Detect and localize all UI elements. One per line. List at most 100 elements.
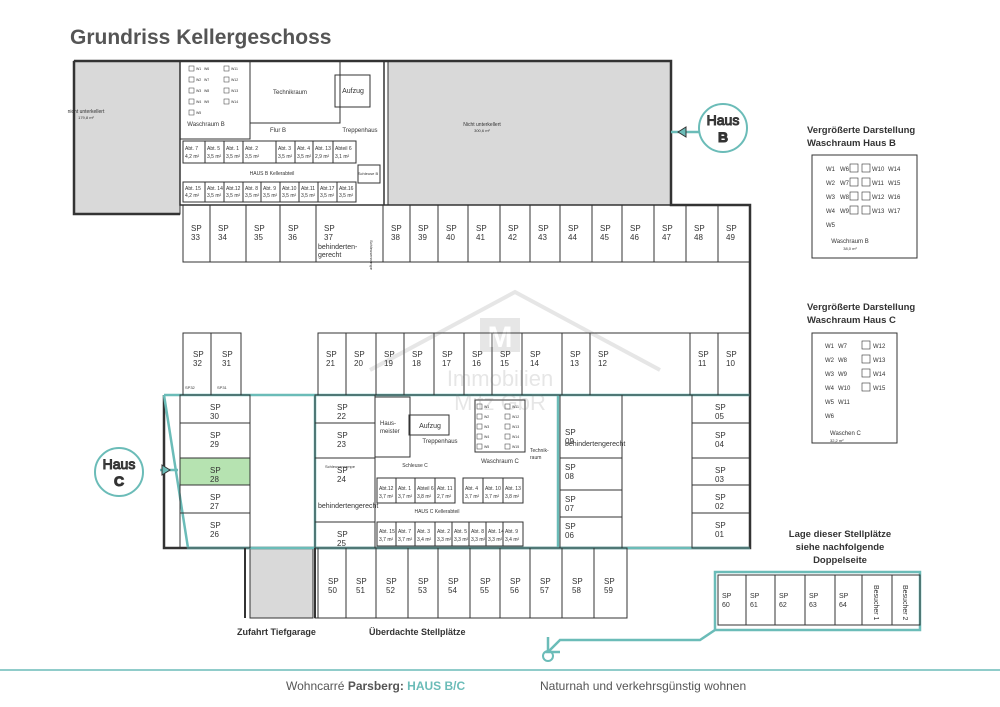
parking-space-24-number: 24 xyxy=(337,475,346,484)
washer-label: W8 xyxy=(204,89,209,93)
parking-space-13-number: 13 xyxy=(570,359,579,368)
washer-label: W2 xyxy=(196,78,201,82)
parking-space-49-sp: SP xyxy=(726,224,737,233)
parking-space-28-sp: SP xyxy=(210,466,221,475)
wasch-c-left-label: W1 xyxy=(825,344,835,350)
parking-space-57-number: 57 xyxy=(540,586,549,595)
parking-space-63 xyxy=(804,574,836,626)
washer-icon xyxy=(188,98,195,105)
abteil-c-name: Abt. 15 xyxy=(379,529,395,535)
abteil-b-area: 3,5 m² xyxy=(282,193,297,199)
parking-space-19-number: 19 xyxy=(384,359,393,368)
parking-space-55-number: 55 xyxy=(480,586,489,595)
haus-c-marker-word: Haus xyxy=(103,456,136,472)
waschraum-c-title: Vergrößerte Darstellung Waschraum Haus C xyxy=(807,301,915,327)
washer-label: W3 xyxy=(484,425,489,429)
abteil-b-bottom xyxy=(298,181,319,203)
wasch-c-right-label: W12 xyxy=(873,344,886,350)
wasch-c-right-label: W14 xyxy=(873,372,886,378)
arrow-icon xyxy=(677,126,687,138)
nicht-unterkellert-right-area: 300,6 m² xyxy=(474,128,490,133)
parking-space-22-sp: SP xyxy=(337,403,348,412)
parking-space-54-sp: SP xyxy=(448,577,459,586)
parking-space-04-number: 04 xyxy=(715,440,724,449)
arrow-icon xyxy=(161,464,171,476)
abteil-c-name: Abt. 13 xyxy=(505,486,521,492)
parking-space-20-number: 20 xyxy=(354,359,363,368)
kellerabteil-c-label: HAUS C Kellerabteil xyxy=(414,509,459,515)
technikraum-b-label: Technikraum xyxy=(273,90,307,96)
parking-space-26 xyxy=(179,512,251,549)
washer-icon xyxy=(504,423,511,430)
abteil-b-area: 3,5 m² xyxy=(297,154,312,160)
washer-icon xyxy=(849,205,859,215)
washer-icon xyxy=(861,340,871,350)
abteil-b-name: Abteil 6 xyxy=(335,146,352,152)
parking-space-37-sp: SP xyxy=(324,224,335,233)
abteil-b-name: Abt.16 xyxy=(339,186,354,192)
washer-icon xyxy=(861,191,871,201)
parking-space-59-number: 59 xyxy=(604,586,613,595)
wasch-b-right2-label: W17 xyxy=(888,209,901,215)
wasch-c-mid-label: W8 xyxy=(838,358,848,364)
hatch-ramp xyxy=(249,547,314,619)
abteil-b-name: Abt.10 xyxy=(282,186,297,192)
parking-space-09 xyxy=(559,394,623,459)
parking-space-34 xyxy=(209,204,247,263)
abteil-b-bottom xyxy=(279,181,300,203)
parking-space-22-number: 22 xyxy=(337,412,346,421)
parking-space-34-sp: SP xyxy=(218,224,229,233)
wasch-c-mid-label: W10 xyxy=(838,386,851,392)
parking-space-41-sp: SP xyxy=(476,224,487,233)
abteil-b-top xyxy=(332,140,357,164)
washer-label: W4 xyxy=(484,435,489,439)
wasch-c-left-label: W6 xyxy=(825,414,835,420)
schleuse-b-label: Schleuse B xyxy=(358,171,379,176)
abteil-b-bottom xyxy=(242,181,262,203)
parking-space-11-number: 11 xyxy=(698,359,707,368)
parking-space-17-number: 17 xyxy=(442,359,451,368)
abteil-c-name: Abt. 14 xyxy=(488,529,504,535)
parking-space-02-number: 02 xyxy=(715,502,724,511)
parking-space-21-number: 21 xyxy=(326,359,335,368)
abteil-b-bottom xyxy=(336,181,357,203)
washer-icon xyxy=(476,423,483,430)
haus-b-marker-word: Haus xyxy=(707,112,740,128)
zufahrt-label: Zufahrt Tiefgarage xyxy=(237,627,316,637)
schleusenrampe-b-label: Schleusenrampe xyxy=(369,240,374,271)
washer-icon xyxy=(188,87,195,94)
parking-space-42-number: 42 xyxy=(508,233,517,242)
abteil-c-area: 3,3 m² xyxy=(471,537,486,543)
treppenhaus-b-label: Treppenhaus xyxy=(342,128,377,134)
lage-note-line2: siehe nachfolgende xyxy=(795,542,885,553)
parking-space-53-sp: SP xyxy=(418,577,429,586)
parking-space-59-sp: SP xyxy=(604,577,615,586)
wasch-c-mid-label: W9 xyxy=(838,372,848,378)
washer-icon xyxy=(188,109,195,116)
parking-space-43-sp: SP xyxy=(538,224,549,233)
washer-icon xyxy=(861,163,871,173)
waschraum-c-label: Waschraum C xyxy=(481,459,519,465)
abteil-b-name: Abt. 1 xyxy=(226,146,239,152)
wasch-b-mid-label: W6 xyxy=(840,167,850,173)
abteil-b-area: 3,5 m² xyxy=(245,193,260,199)
waschraum-b-detail xyxy=(811,154,918,259)
abteil-b-area: 3,5 m² xyxy=(245,154,260,160)
abteil-c-bottom xyxy=(502,521,524,547)
parking-space-03-sp: SP xyxy=(715,466,726,475)
parking-space-08-sp: SP xyxy=(565,463,576,472)
technikraum-b-room xyxy=(249,60,341,124)
washer-label: W13 xyxy=(231,89,238,93)
haus-b-marker-circle xyxy=(698,103,748,153)
washer-label: W11 xyxy=(231,67,238,71)
abteil-b-bottom xyxy=(223,181,244,203)
parking-space-33-sp: SP xyxy=(191,224,202,233)
parking-space-19-sp: SP xyxy=(384,350,395,359)
parking-space-62-number: 62 xyxy=(779,602,787,609)
washer-label: W5 xyxy=(484,445,489,449)
aufzug-c-room xyxy=(408,414,450,436)
parking-space-12-number: 12 xyxy=(598,359,607,368)
